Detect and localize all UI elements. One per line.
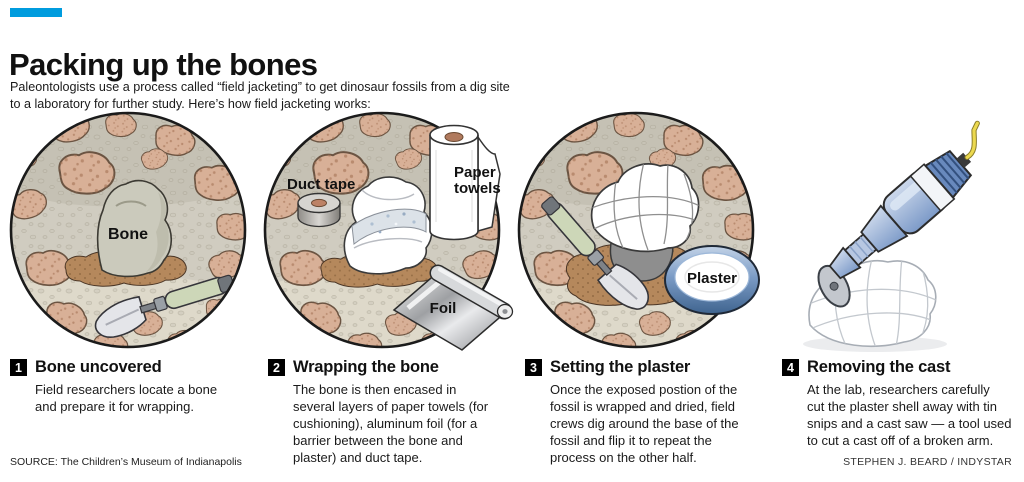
cast-saw — [817, 120, 980, 308]
step-body: The bone is then encased in several laye… — [293, 382, 489, 465]
step-heading: Setting the plaster — [550, 358, 691, 376]
kicker-bar — [10, 8, 62, 17]
step-3: 3 Setting the plaster Once the exposed p… — [525, 358, 769, 466]
paper-towels-label-line1: Paper — [454, 164, 496, 181]
figure-bone-uncovered: Bone — [8, 110, 248, 350]
figure-wrapping-the-bone: Duct tape Paper towels Foil — [262, 110, 514, 351]
duct-tape-roll — [297, 192, 341, 228]
bone-shape — [96, 179, 173, 278]
page-title: Packing up the bones — [9, 46, 318, 82]
circle-frame — [517, 111, 755, 349]
step-number-badge: 4 — [782, 359, 799, 376]
paper-towels-label-line2: towels — [454, 180, 501, 197]
circle-frame — [9, 111, 247, 349]
step-body: Field researchers locate a bone and prep… — [35, 382, 218, 414]
circle-frame — [263, 111, 501, 349]
foil-label: Foil — [430, 300, 457, 317]
step-2: 2 Wrapping the bone The bone is then enc… — [268, 358, 510, 466]
step-number-badge: 2 — [268, 359, 285, 376]
figure-setting-the-plaster: Plaster — [516, 110, 760, 350]
plaster-wrapped-bone — [590, 163, 700, 253]
plaster-label: Plaster — [687, 270, 737, 287]
plaster-bowl: Plaster — [664, 245, 760, 315]
foil-roll — [392, 264, 514, 351]
paper-towel-roll — [429, 124, 501, 241]
step-1: 1 Bone uncovered Field researchers locat… — [10, 358, 252, 416]
bone-label: Bone — [108, 226, 148, 243]
step-heading: Bone uncovered — [35, 358, 162, 376]
step-4: 4 Removing the cast At the lab, research… — [782, 358, 1024, 450]
step-body: At the lab, researchers carefully cut th… — [807, 382, 1012, 448]
step-heading: Removing the cast — [807, 358, 951, 376]
figure-removing-the-cast — [780, 110, 1020, 352]
step-number-badge: 1 — [10, 359, 27, 376]
duct-tape-label: Duct tape — [287, 176, 355, 193]
step-heading: Wrapping the bone — [293, 358, 439, 376]
wrapped-bone — [343, 176, 433, 275]
power-cord — [964, 120, 980, 160]
artist-credit: STEPHEN J. BEARD / INDYSTAR — [843, 456, 1012, 468]
step-number-badge: 3 — [525, 359, 542, 376]
intro-text: Paleontologists use a process called “fi… — [10, 79, 510, 112]
step-body: Once the exposed postion of the fossil i… — [550, 382, 739, 465]
source-credit: SOURCE: The Children’s Museum of Indiana… — [10, 456, 242, 468]
